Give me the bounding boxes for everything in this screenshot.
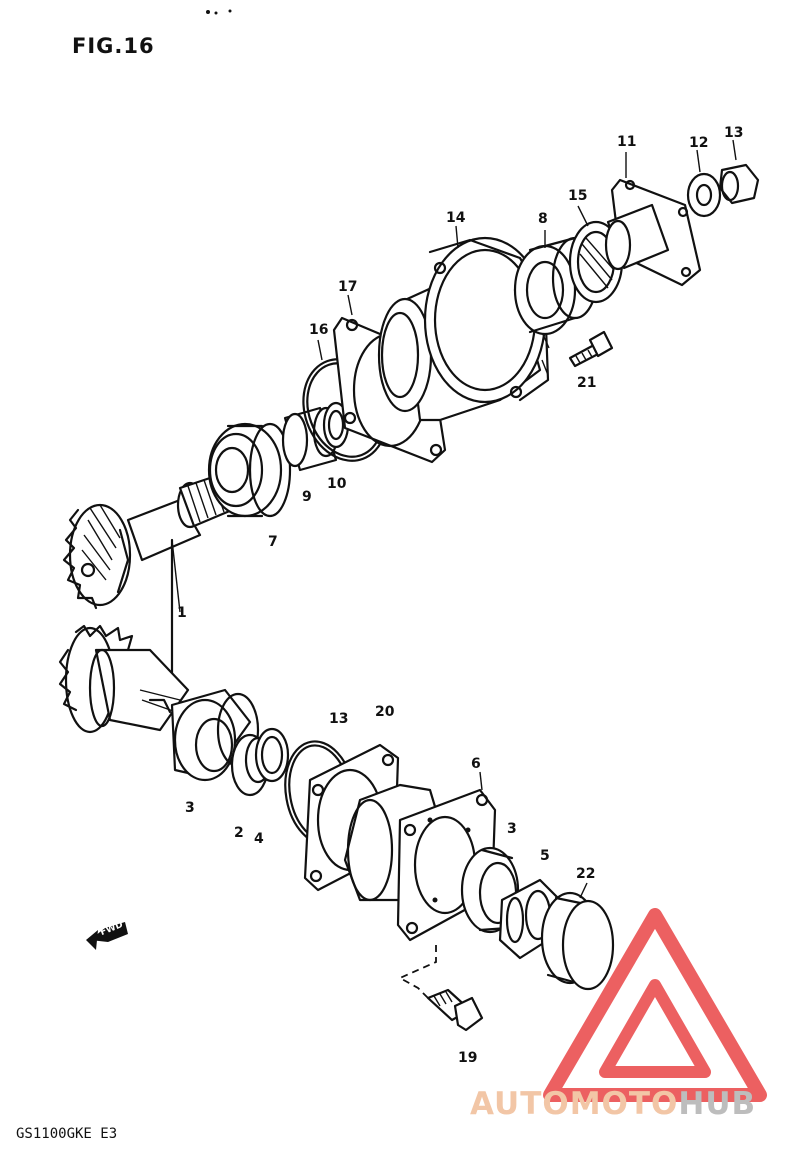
callout-15: 15	[568, 188, 587, 204]
callout-16: 16	[309, 322, 328, 338]
callout-3-right: 3	[507, 821, 517, 837]
callout-11: 11	[617, 134, 636, 150]
cap-22	[540, 891, 615, 991]
watermark-brand-part1: AUTOMOTO	[470, 1086, 679, 1122]
shim-4	[254, 727, 290, 783]
bolt-21	[568, 330, 614, 368]
watermark-brand-text: AUTOMOTOHUB	[470, 1086, 795, 1126]
bolt-19	[426, 988, 484, 1032]
callout-12: 12	[689, 135, 708, 151]
fwd-arrow-icon	[86, 922, 128, 950]
coupling-11	[604, 178, 702, 287]
bearing-7	[207, 422, 292, 518]
pinion-gear-lower	[58, 624, 190, 734]
callout-labels: 11 12 13 14 8 15 17 16 21 9 10 7 1 13 20…	[177, 125, 743, 1066]
callout-22: 22	[576, 866, 595, 882]
callout-2: 2	[234, 825, 244, 841]
washer-12	[686, 172, 722, 218]
callout-leaders	[171, 139, 737, 899]
callout-20: 20	[375, 704, 395, 720]
callout-1: 1	[177, 605, 187, 621]
watermark-logo-icon	[543, 908, 767, 1102]
figure-title: FIG.16	[72, 34, 155, 58]
callout-9: 9	[302, 489, 312, 505]
callout-19: 19	[458, 1050, 477, 1066]
callout-8: 8	[538, 211, 548, 227]
callout-3-left: 3	[185, 800, 195, 816]
bearing-3-left	[170, 688, 260, 782]
watermark-brand-part2: HUB	[678, 1086, 757, 1122]
callout-21: 21	[577, 375, 596, 391]
callout-6: 6	[471, 756, 481, 772]
pinion-gear-upper	[62, 503, 132, 610]
scan-specks	[206, 9, 232, 15]
callout-18: 13	[329, 711, 348, 727]
nut-13-upper	[718, 163, 760, 205]
callout-4: 4	[254, 831, 264, 847]
callout-17: 17	[338, 279, 357, 295]
model-code: GS1100GKE E3	[16, 1126, 118, 1142]
bolt-path-dashed	[397, 945, 437, 1001]
callout-10: 10	[327, 476, 347, 492]
callout-13-upper: 13	[724, 125, 743, 141]
callout-14: 14	[446, 210, 466, 226]
callout-7: 7	[268, 534, 278, 550]
callout-5: 5	[540, 848, 550, 864]
